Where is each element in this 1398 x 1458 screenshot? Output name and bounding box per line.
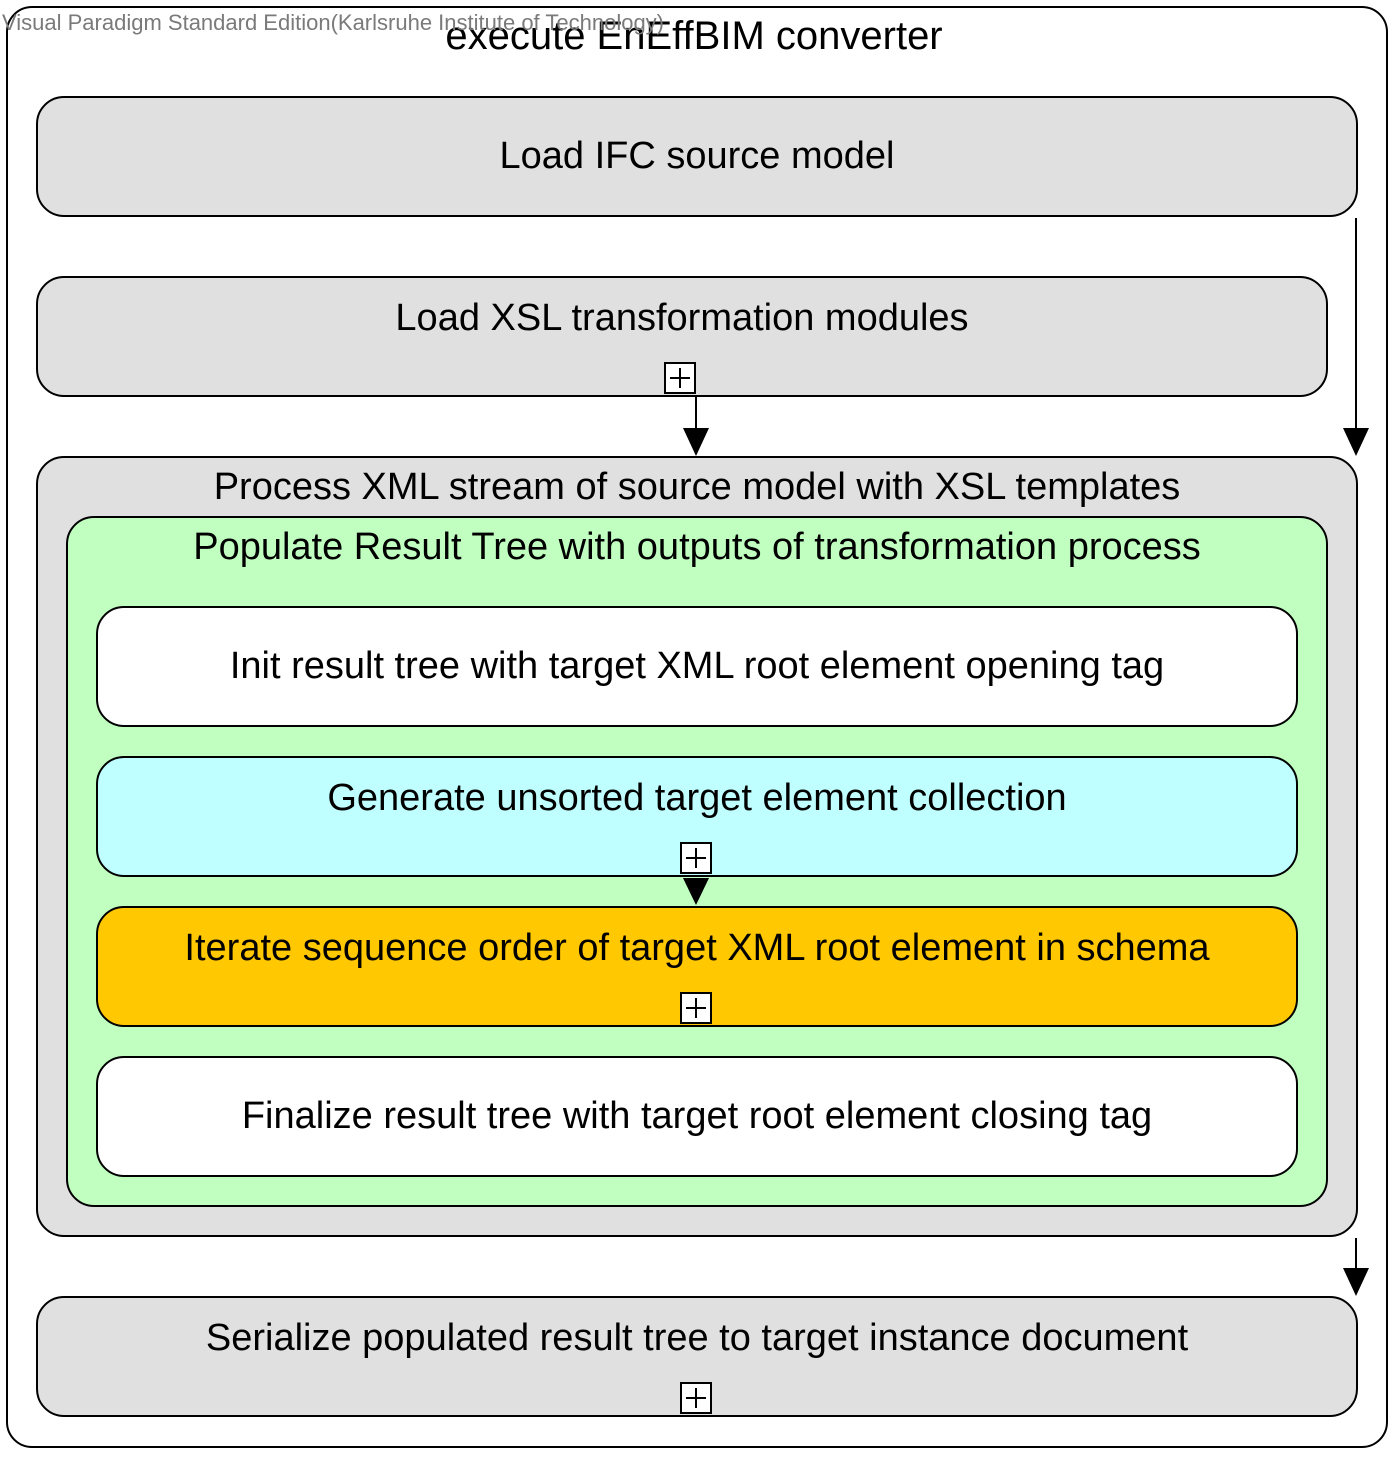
action-serialize-tree-label: Serialize populated result tree to targe… [205, 1317, 1189, 1359]
action-finalize-tree[interactable]: Finalize result tree with target root el… [96, 1056, 1298, 1177]
action-init-tree-label: Init result tree with target XML root el… [229, 645, 1165, 687]
action-process-xml-label: Process XML stream of source model with … [213, 466, 1181, 508]
plus-box-icon[interactable] [664, 362, 696, 394]
plus-box-icon[interactable] [680, 992, 712, 1024]
action-load-xsl-label: Load XSL transformation modules [395, 297, 969, 339]
action-iterate-sequence-label: Iterate sequence order of target XML roo… [184, 927, 1210, 969]
plus-box-icon[interactable] [680, 1382, 712, 1414]
action-load-xsl[interactable]: Load XSL transformation modules [36, 276, 1328, 397]
action-load-ifc-label: Load IFC source model [499, 135, 895, 177]
plus-box-icon[interactable] [680, 842, 712, 874]
activity-title: execute EnEffBIM converter [445, 14, 943, 58]
action-finalize-tree-label: Finalize result tree with target root el… [241, 1095, 1153, 1137]
watermark: Visual Paradigm Standard Edition(Karlsru… [2, 10, 665, 35]
action-iterate-sequence[interactable]: Iterate sequence order of target XML roo… [96, 906, 1298, 1027]
action-generate-collection[interactable]: Generate unsorted target element collect… [96, 756, 1298, 877]
action-serialize-tree[interactable]: Serialize populated result tree to targe… [36, 1296, 1358, 1417]
action-load-ifc[interactable]: Load IFC source model [36, 96, 1358, 217]
action-generate-collection-label: Generate unsorted target element collect… [327, 777, 1067, 819]
action-init-tree[interactable]: Init result tree with target XML root el… [96, 606, 1298, 727]
action-populate-tree-label: Populate Result Tree with outputs of tra… [193, 526, 1201, 568]
